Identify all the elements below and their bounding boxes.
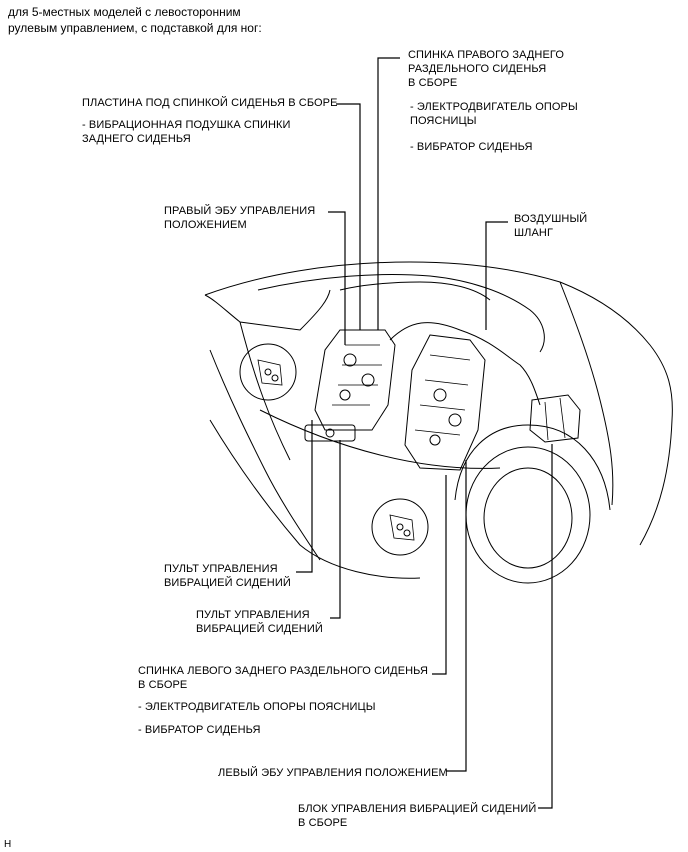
label-vibration-switch-2: ПУЛЬТ УПРАВЛЕНИЯ ВИБРАЦИЕЙ СИДЕНИЙ (196, 609, 323, 635)
rear-wheel-outer (465, 446, 591, 584)
leader-left-seatback (432, 475, 447, 675)
car-floor (259, 409, 501, 469)
leader-vibration-switch-2 (330, 440, 341, 619)
detail-circle-right (371, 498, 429, 556)
label-left-position-ecu: ЛЕВЫЙ ЭБУ УПРАВЛЕНИЯ ПОЛОЖЕНИЕМ (218, 767, 448, 779)
label-right-seatback: СПИНКА ПРАВОГО ЗАДНЕГО РАЗДЕЛЬНОГО СИДЕН… (408, 49, 564, 89)
label-left-seatback-vibrator: - ВИБРАТОР СИДЕНЬЯ (138, 724, 261, 736)
label-vibration-control-unit: БЛОК УПРАВЛЕНИЯ ВИБРАЦИЕЙ СИДЕНИЙ В СБОР… (298, 803, 537, 829)
left-seatback-frame (404, 334, 486, 471)
air-hose-line (389, 322, 541, 406)
vibration-unit-shape (529, 394, 581, 443)
car-rear-shelf (339, 281, 491, 301)
leader-right-seatback (377, 57, 400, 330)
rear-wheel-inner (483, 467, 573, 569)
label-right-position-ecu: ПРАВЫЙ ЭБУ УПРАВЛЕНИЯ ПОЛОЖЕНИЕМ (164, 205, 316, 231)
label-vibration-switch-1: ПУЛЬТ УПРАВЛЕНИЯ ВИБРАЦИЕЙ СИДЕНИЙ (164, 563, 291, 589)
car-door-line (209, 349, 321, 561)
car-sill (209, 419, 421, 579)
leader-right-ecu (328, 211, 346, 345)
car-door-line-2 (239, 321, 291, 461)
leader-air-hose (485, 221, 508, 330)
label-left-seatback: СПИНКА ЛЕВОГО ЗАДНЕГО РАЗДЕЛЬНОГО СИДЕНЬ… (138, 665, 429, 691)
label-left-seatback-lumbar-motor: - ЭЛЕКТРОДВИГАТЕЛЬ ОПОРЫ ПОЯСНИЦЫ (138, 701, 376, 713)
leader-left-ecu (446, 460, 467, 772)
label-right-seatback-lumbar-motor: - ЭЛЕКТРОДВИГАТЕЛЬ ОПОРЫ ПОЯСНИЦЫ (410, 101, 578, 127)
figure-code: H (4, 839, 12, 850)
leader-vibration-unit (538, 444, 553, 809)
label-seatback-plate-cushion: - ВИБРАЦИОННАЯ ПОДУШКА СПИНКИ ЗАДНЕГО СИ… (82, 119, 291, 145)
label-seatback-plate: ПЛАСТИНА ПОД СПИНКОЙ СИДЕНЬЯ В СБОРЕ (82, 97, 338, 109)
wheel-arch (454, 424, 611, 511)
vibration-switch-shape (304, 424, 356, 442)
leader-seatback-plate (336, 103, 361, 330)
label-air-hose: ВОЗДУШНЫЙ ШЛАНГ (514, 213, 588, 239)
label-right-seatback-vibrator: - ВИБРАТОР СИДЕНЬЯ (410, 141, 533, 153)
car-roof-outline (204, 261, 673, 546)
car-c-pillar (559, 281, 614, 506)
right-seatback-frame (314, 329, 396, 431)
detail-circle-left (239, 343, 297, 401)
car-side-window (204, 289, 331, 331)
leader-vibration-switch-1 (296, 420, 313, 573)
page-header: для 5-местных моделей с левосторонним ру… (8, 5, 262, 35)
car-rear-window (257, 274, 545, 353)
